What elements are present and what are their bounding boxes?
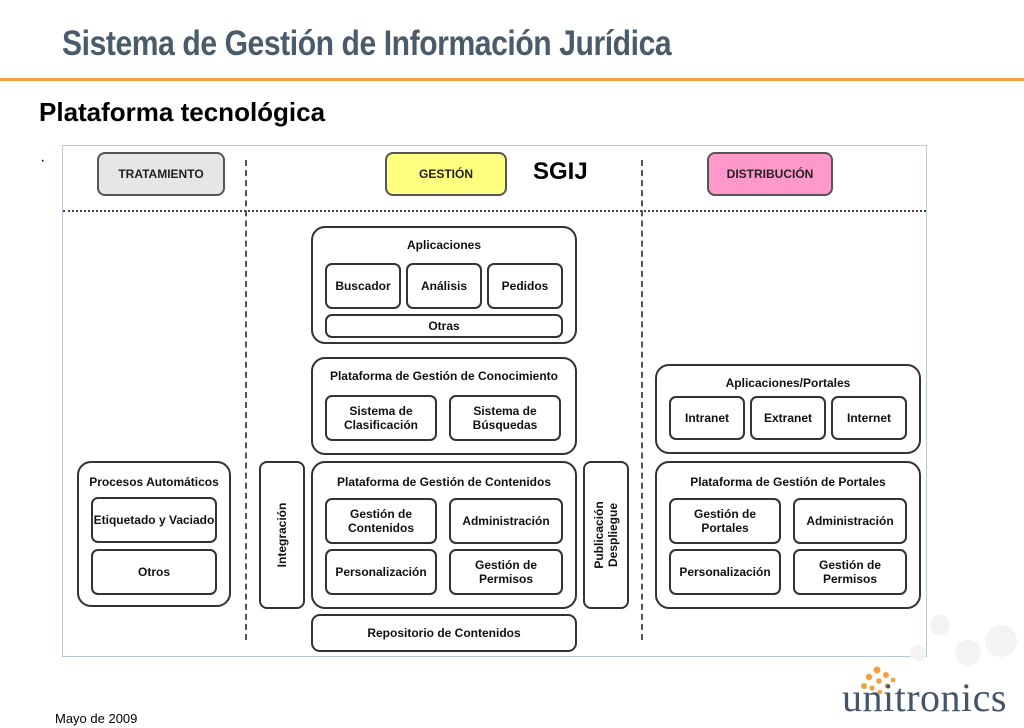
publicacion-line: Publicación [592,501,606,569]
divider-left [245,160,247,640]
box-intranet: Intranet [669,396,745,440]
box-otros: Otros [91,549,217,595]
group-procesos-automaticos: Procesos Automáticos Etiquetado y Vaciad… [77,461,231,607]
box-internet: Internet [831,396,907,440]
box-gestion-permisos-portales: Gestión de Permisos [793,549,907,595]
box-integracion: Integración [259,461,305,609]
box-buscador: Buscador [325,263,401,309]
group-title: Plataforma de Gestión de Contenidos [336,475,552,489]
group-title: Aplicaciones [406,238,482,252]
box-personalizacion: Personalización [325,549,437,595]
group-aplicaciones-portales: Aplicaciones/Portales Intranet Extranet … [655,364,921,454]
box-gestion-contenidos: Gestión de Contenidos [325,498,437,544]
group-contenidos: Plataforma de Gestión de Contenidos Gest… [311,461,577,609]
box-gestion-permisos: Gestión de Permisos [449,549,563,595]
header-divider [63,210,926,212]
group-conocimiento: Plataforma de Gestión de Conocimiento Si… [311,357,577,455]
divider-right [641,160,643,640]
box-sistema-busquedas: Sistema de Búsquedas [449,395,561,441]
box-administracion: Administración [449,498,563,544]
box-sistema-clasificacion: Sistema de Clasificación [325,395,437,441]
group-portales: Plataforma de Gestión de Portales Gestió… [655,461,921,609]
box-analisis: Análisis [406,263,482,309]
group-title: Plataforma de Gestión de Portales [690,475,886,489]
box-otras: Otras [325,314,563,338]
box-pedidos: Pedidos [487,263,563,309]
despliegue-line: Despliegue [606,502,620,568]
group-aplicaciones: Aplicaciones Buscador Análisis Pedidos O… [311,226,577,344]
title-rule [0,78,1024,81]
box-personalizacion-portales: Personalización [669,549,781,595]
header-tratamiento: TRATAMIENTO [97,152,225,196]
unitronics-logo: unitronics [842,675,1007,720]
box-extranet: Extranet [750,396,826,440]
box-etiquetado-vaciado: Etiquetado y Vaciado [91,497,217,543]
header-distribucion: DISTRIBUCIÓN [707,152,833,196]
decor-circle [955,640,981,666]
decor-circle [985,625,1017,657]
group-title: Procesos Automáticos [89,475,219,489]
header-gestion: GESTIÓN [385,152,507,196]
architecture-diagram: TRATAMIENTO GESTIÓN SGIJ DISTRIBUCIÓN Ap… [62,145,927,657]
integracion-label: Integración [275,502,289,568]
decor-circle [910,645,926,661]
unitronics-logo-icon [861,666,896,697]
box-gestion-portales: Gestión de Portales [669,498,781,544]
diagram-label: SGIJ [533,158,588,185]
group-title: Plataforma de Gestión de Conocimiento [329,369,559,383]
slide-title: Sistema de Gestión de Información Jurídi… [62,24,672,63]
bullet-point: · [40,152,46,169]
decor-circle [930,615,950,635]
group-title: Aplicaciones/Portales [725,376,851,390]
footer-date: Mayo de 2009 [55,711,138,726]
box-repositorio-contenidos: Repositorio de Contenidos [311,614,577,652]
slide-subtitle: Plataforma tecnológica [39,97,326,127]
box-administracion-portales: Administración [793,498,907,544]
